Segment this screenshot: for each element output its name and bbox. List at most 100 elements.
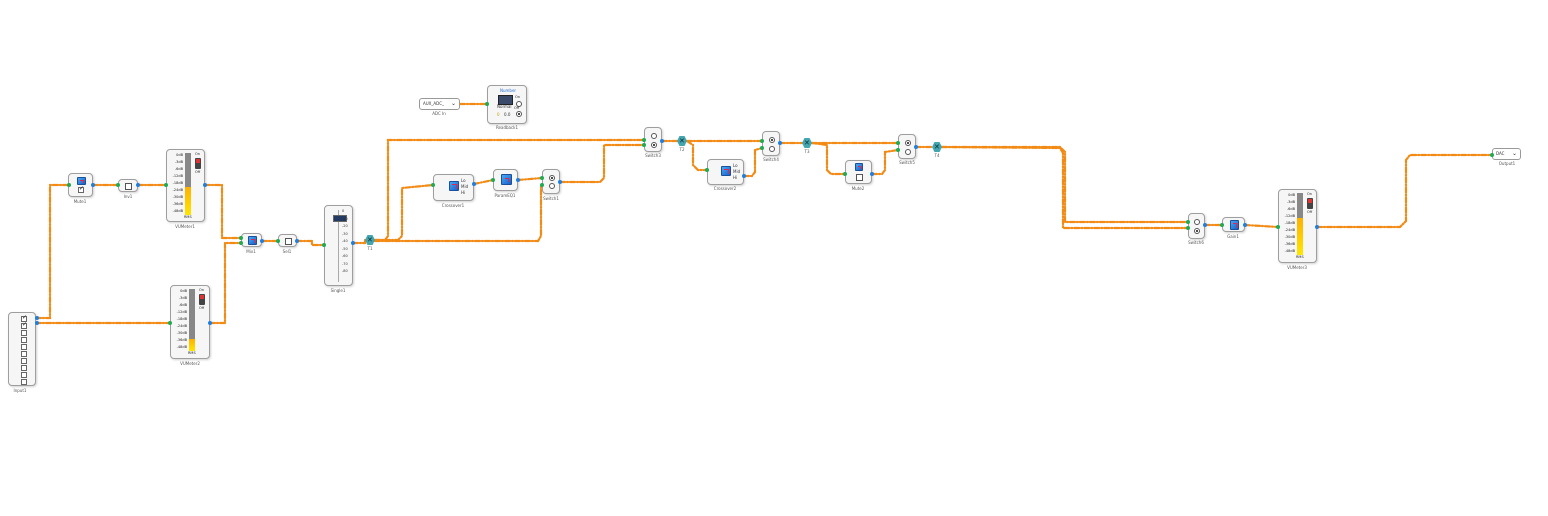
- radio-button[interactable]: [549, 175, 555, 181]
- output-port[interactable]: [1203, 223, 1207, 227]
- output-port[interactable]: [742, 174, 746, 178]
- input-port[interactable]: [1220, 223, 1224, 227]
- input-port[interactable]: [116, 183, 120, 187]
- junction-node[interactable]: [932, 142, 942, 152]
- input-port[interactable]: [760, 146, 764, 150]
- vu-meter-block[interactable]: 0dB-3dB-6dB-12dB-18dB-24dB-30dB-36dB-48d…: [166, 149, 205, 222]
- radio-button[interactable]: [651, 142, 657, 148]
- channel-checkbox[interactable]: [21, 344, 27, 350]
- output-port[interactable]: [1315, 225, 1319, 229]
- mute-checkbox[interactable]: [856, 174, 863, 181]
- invert-block[interactable]: [118, 179, 138, 192]
- input-port[interactable]: [1186, 226, 1190, 230]
- input-port[interactable]: [276, 239, 280, 243]
- junction-node[interactable]: [802, 138, 812, 148]
- adc-source-dropdown[interactable]: AUX_ADC_ ⌄: [419, 98, 460, 110]
- channel-checkbox[interactable]: [21, 379, 27, 385]
- vu-meter-block[interactable]: 0dB-3dB-6dB-12dB-18dB-24dB-30dB-36dB-48d…: [170, 285, 210, 359]
- input-port[interactable]: [168, 321, 172, 325]
- input-port[interactable]: [431, 183, 435, 187]
- input-port[interactable]: [540, 176, 544, 180]
- dac-output-dropdown[interactable]: DAC ⌄: [1492, 148, 1521, 160]
- radio-button[interactable]: [1194, 228, 1200, 234]
- toggle-switch[interactable]: [195, 158, 201, 169]
- switch-block[interactable]: [898, 134, 916, 159]
- channel-checkbox[interactable]: [21, 372, 27, 378]
- junction-node[interactable]: [365, 235, 375, 245]
- radio-button[interactable]: [1194, 219, 1200, 225]
- mute-checkbox[interactable]: [78, 185, 84, 193]
- volume-slider-block[interactable]: 0-10-20-30-40-50-60-70-80: [324, 205, 353, 286]
- input-port[interactable]: [239, 241, 243, 245]
- input-block[interactable]: [8, 312, 36, 386]
- junction-node[interactable]: [677, 136, 687, 146]
- radio-button[interactable]: [516, 101, 522, 107]
- input-port[interactable]: [540, 183, 544, 187]
- input-port[interactable]: [164, 183, 168, 187]
- input-port[interactable]: [239, 236, 243, 240]
- radio-button[interactable]: [905, 149, 911, 155]
- checkbox-icon[interactable]: [285, 238, 292, 245]
- channel-checkbox[interactable]: [21, 365, 27, 371]
- radio-button[interactable]: [769, 137, 775, 143]
- output-port[interactable]: [203, 183, 207, 187]
- radio-button[interactable]: [769, 146, 775, 152]
- channel-checkbox[interactable]: [21, 330, 27, 336]
- channel-checkbox[interactable]: [21, 351, 27, 357]
- output-port[interactable]: [778, 141, 782, 145]
- output-port[interactable]: [35, 321, 39, 325]
- channel-checkbox[interactable]: [21, 337, 27, 343]
- input-port[interactable]: [896, 141, 900, 145]
- radio-button[interactable]: [516, 111, 522, 117]
- mixer-block[interactable]: [241, 233, 262, 247]
- toggle-switch[interactable]: [1307, 198, 1313, 209]
- input-port[interactable]: [896, 148, 900, 152]
- output-port[interactable]: [260, 239, 264, 243]
- channel-checkbox[interactable]: [21, 358, 27, 364]
- mute-block[interactable]: [68, 173, 93, 197]
- parametric-eq-block[interactable]: [493, 169, 518, 191]
- checkbox-icon[interactable]: [125, 183, 132, 190]
- output-port[interactable]: [295, 239, 299, 243]
- input-port[interactable]: [705, 168, 709, 172]
- radio-button[interactable]: [905, 140, 911, 146]
- toggle-switch[interactable]: [199, 294, 205, 305]
- input-port[interactable]: [642, 138, 646, 142]
- output-port[interactable]: [91, 183, 95, 187]
- mute-block[interactable]: [845, 160, 872, 184]
- output-port[interactable]: [351, 241, 355, 245]
- output-port[interactable]: [472, 182, 476, 186]
- radio-button[interactable]: [651, 133, 657, 139]
- output-port[interactable]: [136, 183, 140, 187]
- input-port[interactable]: [485, 102, 489, 106]
- input-port[interactable]: [760, 139, 764, 143]
- slider-knob[interactable]: [333, 215, 347, 222]
- input-port[interactable]: [322, 243, 326, 247]
- output-port[interactable]: [208, 321, 212, 325]
- speaker-icon: [855, 163, 863, 171]
- output-port[interactable]: [558, 180, 562, 184]
- output-port[interactable]: [516, 178, 520, 182]
- input-port[interactable]: [491, 178, 495, 182]
- output-port[interactable]: [660, 139, 664, 143]
- output-port[interactable]: [914, 145, 918, 149]
- input-port[interactable]: [642, 143, 646, 147]
- channel-checkbox[interactable]: [21, 321, 27, 329]
- output-port[interactable]: [870, 172, 874, 176]
- rms-label: RMS: [1296, 255, 1304, 259]
- output-port[interactable]: [35, 316, 39, 320]
- vu-meter-block[interactable]: 0dB-3dB-6dB-12dB-18dB-24dB-30dB-36dB-48d…: [1278, 189, 1317, 263]
- input-port[interactable]: [843, 172, 847, 176]
- gain-block[interactable]: [1222, 217, 1245, 232]
- radio-button[interactable]: [549, 183, 555, 189]
- meter-scale-tick: -48dB: [176, 345, 187, 349]
- readback-block[interactable]: Number Normal 0 0.0 On Off: [487, 85, 527, 124]
- output-port[interactable]: [1243, 223, 1247, 227]
- input-port[interactable]: [1490, 153, 1494, 157]
- input-port[interactable]: [1186, 220, 1190, 224]
- input-port[interactable]: [67, 183, 71, 187]
- input-port[interactable]: [1276, 225, 1280, 229]
